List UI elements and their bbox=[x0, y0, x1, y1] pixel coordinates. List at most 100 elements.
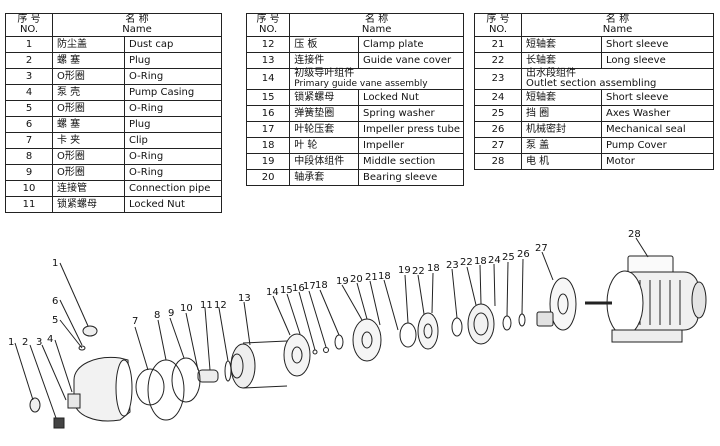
part-no: 17 bbox=[245, 121, 291, 138]
col-name-zh: 名 称 bbox=[125, 14, 149, 25]
part-name-en: Connection pipe bbox=[124, 180, 222, 197]
part-no: 19 bbox=[245, 153, 291, 170]
col-name-en: Name bbox=[122, 24, 152, 35]
part-no: 10 bbox=[5, 180, 53, 197]
part-name-zh: 螺 塞 bbox=[52, 116, 125, 133]
part-name-en: Plug bbox=[124, 116, 222, 133]
col-no-zh: 序 号 bbox=[486, 14, 510, 25]
callout-label: 6 bbox=[52, 296, 58, 307]
part-name-en: Pump Cover bbox=[601, 137, 714, 154]
part-name-zh: 泵 盖 bbox=[521, 137, 602, 154]
part-name-en: O-Ring bbox=[124, 148, 222, 165]
part-no: 12 bbox=[245, 36, 291, 53]
part-name-zh: 螺 塞 bbox=[52, 52, 125, 69]
callout-label: 16 bbox=[292, 283, 305, 294]
callout-label: 22 bbox=[460, 257, 473, 268]
callout-label: 13 bbox=[238, 293, 251, 304]
callout-label: 15 bbox=[280, 285, 293, 296]
part-no: 16 bbox=[245, 105, 291, 122]
part-name-zh: 电 机 bbox=[521, 153, 602, 170]
callout-label: 7 bbox=[132, 316, 138, 327]
pump-casing-drawing bbox=[73, 356, 131, 422]
part-no: 14 bbox=[245, 68, 291, 90]
part-name-en: Motor bbox=[601, 153, 714, 170]
table-header: 序 号 NO. 名 称 Name bbox=[5, 13, 222, 37]
col-name-en: Name bbox=[602, 24, 633, 35]
table-header: 序 号 NO. 名 称 Name bbox=[474, 13, 714, 37]
part-name-en: Locked Nut bbox=[358, 89, 464, 106]
part-name-en: Primary guide vane assembly bbox=[294, 79, 428, 89]
part-name-zh: 短轴套 bbox=[521, 36, 602, 53]
part-no: 9 bbox=[5, 164, 53, 181]
callout-label: 18 bbox=[474, 256, 487, 267]
part-name-zh: O形圈 bbox=[52, 68, 125, 85]
part-name-en: Spring washer bbox=[358, 105, 464, 122]
callout-label: 19 bbox=[398, 265, 411, 276]
part-name-zh: 连接管 bbox=[52, 180, 125, 197]
callout-label: 14 bbox=[266, 287, 279, 298]
pump-cover-drawing bbox=[549, 277, 577, 331]
table-row: 23 出水段组件 Outlet section assembling bbox=[474, 68, 714, 90]
callout-label: 3 bbox=[36, 337, 42, 348]
callout-label: 28 bbox=[628, 229, 641, 240]
part-name-zh: 连接件 bbox=[289, 52, 360, 69]
callout-label: 25 bbox=[502, 252, 515, 263]
part-no: 20 bbox=[245, 169, 291, 186]
part-no: 21 bbox=[474, 36, 522, 53]
part-no: 24 bbox=[474, 89, 522, 106]
part-name-en: Guide vane cover bbox=[358, 52, 464, 69]
part-name-zh: O形圈 bbox=[52, 148, 125, 165]
callout-label: 23 bbox=[446, 260, 459, 271]
part-no: 15 bbox=[245, 89, 291, 106]
part-no: 28 bbox=[474, 153, 522, 170]
callout-label: 17 bbox=[303, 281, 316, 292]
part-no: 6 bbox=[5, 116, 53, 133]
callout-labels: 1 6 5 4 1 2 3 7 8 9 10 11 12 13 14 15 16… bbox=[8, 229, 641, 348]
col-name-zh: 名 称 bbox=[605, 14, 630, 25]
col-no-en: NO. bbox=[259, 24, 278, 35]
part-name-zh: 出水段组件 bbox=[526, 68, 576, 79]
part-no: 2 bbox=[5, 52, 53, 69]
col-no-en: NO. bbox=[19, 24, 39, 35]
part-name-zh: 短轴套 bbox=[521, 89, 602, 106]
callout-label: 4 bbox=[47, 334, 53, 345]
callout-label: 22 bbox=[412, 266, 425, 277]
part-name-zh: 叶 轮 bbox=[289, 137, 360, 154]
part-name-zh: 初级导叶组件 bbox=[294, 68, 355, 79]
col-name-zh: 名 称 bbox=[365, 14, 389, 25]
part-no: 23 bbox=[474, 68, 522, 90]
part-name-combined: 初级导叶组件 Primary guide vane assembly bbox=[289, 68, 464, 90]
part-name-en: Long sleeve bbox=[601, 52, 714, 69]
part-no: 13 bbox=[245, 52, 291, 69]
part-name-zh: 挡 圈 bbox=[521, 105, 602, 122]
col-name-header: 名 称 Name bbox=[289, 13, 464, 37]
part-name-en: Plug bbox=[124, 52, 222, 69]
part-no: 26 bbox=[474, 121, 522, 138]
part-no: 4 bbox=[5, 84, 53, 101]
part-name-zh: 弹簧垫圈 bbox=[289, 105, 360, 122]
callout-label: 21 bbox=[365, 272, 378, 283]
part-name-zh: 锁紧螺母 bbox=[52, 196, 125, 213]
col-name-header: 名 称 Name bbox=[52, 13, 222, 37]
part-no: 11 bbox=[5, 196, 53, 213]
callout-label: 18 bbox=[315, 280, 328, 291]
part-name-en: Locked Nut bbox=[124, 196, 222, 213]
part-no: 22 bbox=[474, 52, 522, 69]
part-name-zh: 长轴套 bbox=[521, 52, 602, 69]
table-row: 14 初级导叶组件 Primary guide vane assembly bbox=[245, 68, 464, 90]
